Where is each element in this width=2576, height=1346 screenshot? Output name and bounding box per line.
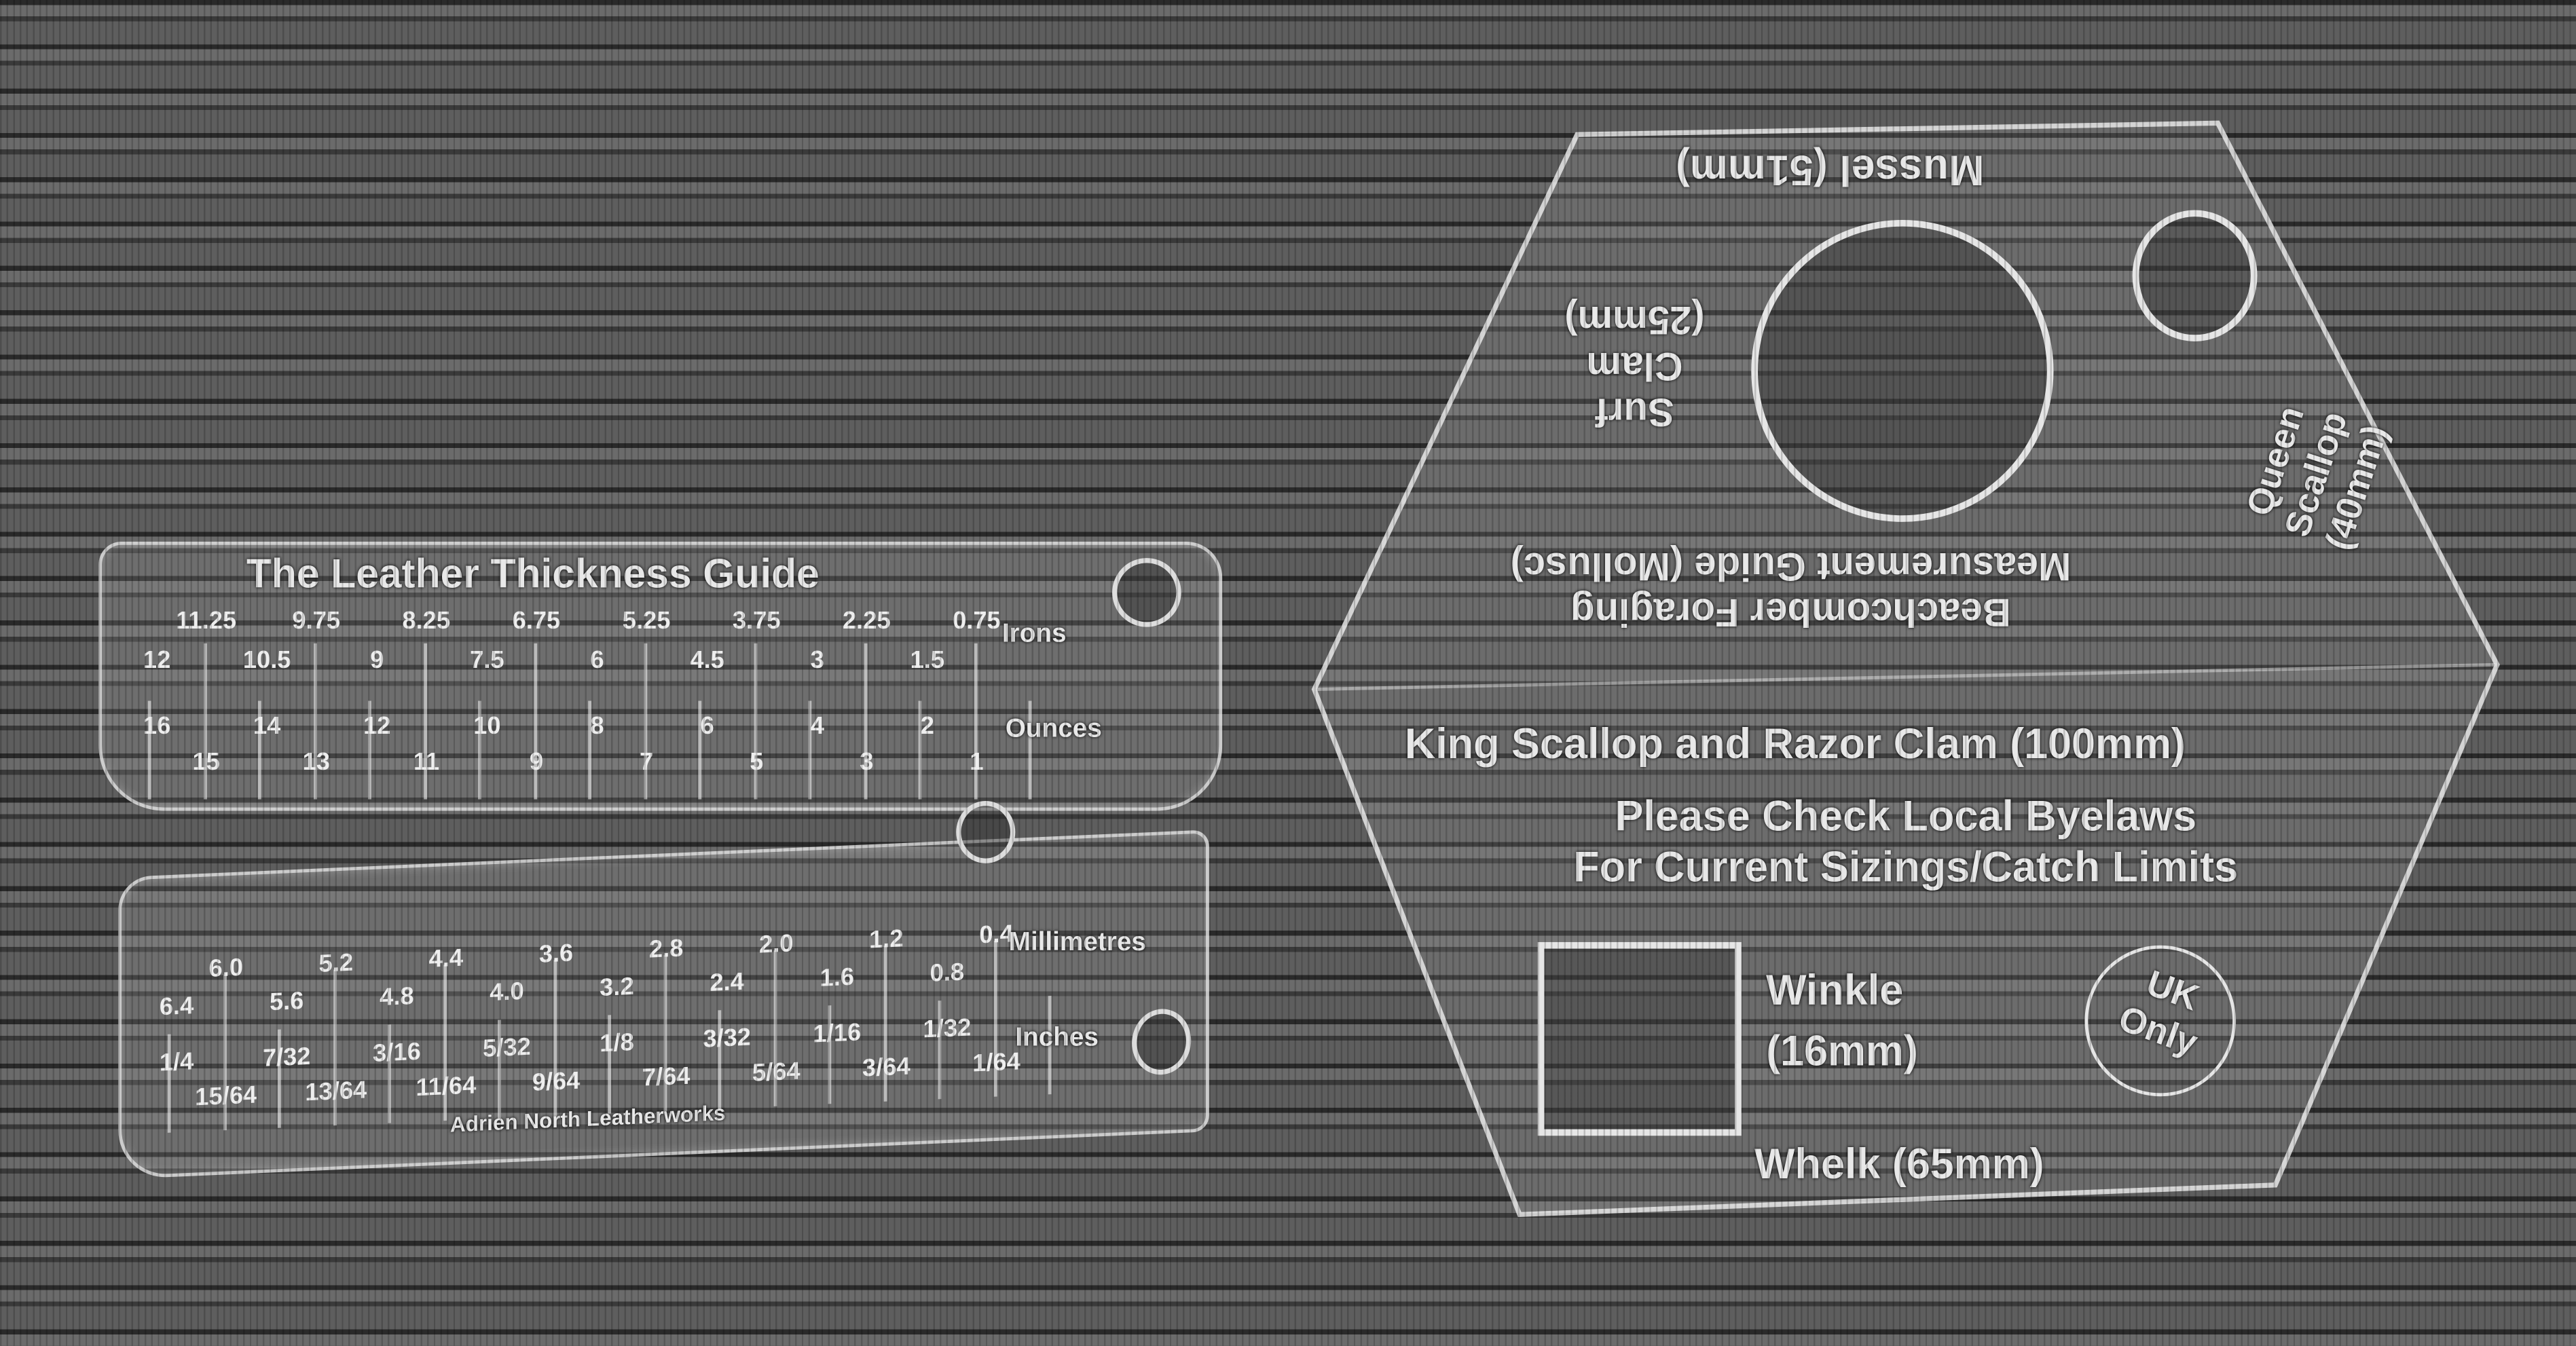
scale-label: 9 xyxy=(370,646,384,675)
scale-label: 5.25 xyxy=(622,607,671,635)
scale-tick xyxy=(973,643,977,800)
scale-tick xyxy=(312,643,316,800)
scale-label: 6 xyxy=(590,646,604,675)
scale-label: 8.25 xyxy=(402,607,451,635)
scale-label: 3 xyxy=(810,646,824,675)
scale-label: 15 xyxy=(151,749,261,777)
guide-title-line: Beachcomber Foraging xyxy=(1570,589,2011,634)
leather-guide-title: The Leather Thickness Guide xyxy=(246,551,820,598)
scale-tick xyxy=(533,643,536,800)
surf-clam-line: Clam xyxy=(1586,343,1683,388)
scale-label: 14 xyxy=(253,712,281,741)
scale-label: 1.5 xyxy=(910,646,945,675)
scale-label: 2 xyxy=(920,712,934,741)
scale-tick xyxy=(478,700,481,800)
scale-tick xyxy=(918,700,922,800)
scale-tick xyxy=(1028,700,1032,800)
scale-label: 1 xyxy=(921,749,1031,777)
surf-clam-line: Surf xyxy=(1595,389,1674,434)
scale-label: 7.5 xyxy=(470,646,504,675)
scale-label: 6 xyxy=(700,712,714,741)
scale-label: 11.25 xyxy=(176,607,237,635)
guide-title-line: Measurement Guide (Mollusc) xyxy=(1510,543,2072,588)
scale-tick xyxy=(753,643,757,800)
scale-label: 12 xyxy=(143,646,171,675)
scale-label: 13 xyxy=(261,749,371,777)
scale-tick xyxy=(698,700,702,800)
notice-line: For Current Sizings/Catch Limits xyxy=(1573,842,2239,891)
scale-tick xyxy=(643,643,647,800)
scale-tick xyxy=(863,643,867,800)
irons-row-b: 12 10.5 9 7.5 6 4.5 3 1.5 xyxy=(102,647,982,675)
connector-ring xyxy=(956,800,1016,863)
scale-tick xyxy=(367,700,371,800)
scale-label: 16 xyxy=(143,712,171,741)
ounces-label: Ounces xyxy=(1005,715,1102,744)
notice-line: Please Check Local Byelaws xyxy=(1615,791,2197,841)
scale-tick xyxy=(808,700,812,800)
winkle-line: Winkle xyxy=(1766,965,1904,1015)
irons-label: Irons xyxy=(1001,620,1067,649)
ounces-row-b: 15131197531 xyxy=(151,749,1032,777)
scale-tick xyxy=(257,700,261,800)
scale-label: 12 xyxy=(363,712,391,741)
scale-label: 4 xyxy=(810,712,824,741)
scale-label: 10 xyxy=(473,712,501,741)
winkle-label: Winkle (16mm) xyxy=(1766,965,1918,1077)
scale-label: 8 xyxy=(590,712,604,741)
scale-label: 10.5 xyxy=(242,646,291,675)
scale-label: 9 xyxy=(481,749,591,777)
scale-label: 4.5 xyxy=(690,646,724,675)
surf-clam-label: Surf Clam (25mm) xyxy=(1528,295,1742,434)
scale-tick xyxy=(147,700,151,800)
inches-label: Inches xyxy=(1015,1024,1099,1052)
scale-label: 2.25 xyxy=(842,607,891,635)
scale-label: 9.75 xyxy=(292,607,341,635)
king-scallop-label: King Scallop and Razor Clam (100mm) xyxy=(1404,719,2186,768)
scale-label: 3 xyxy=(811,749,921,777)
scale-tick xyxy=(202,643,206,800)
leather-guide-top-strip: The Leather Thickness Guide 11.25 9.75 8.2… xyxy=(98,541,1223,811)
scale-label: 5 xyxy=(701,749,811,777)
byelaws-notice: Please Check Local Byelaws For Current S… xyxy=(1446,791,2366,893)
surf-clam-line: (25mm) xyxy=(1564,297,1705,341)
guide-title: Beachcomber Foraging Measurement Guide (… xyxy=(1380,542,2201,633)
winkle-line: (16mm) xyxy=(1766,1026,1918,1075)
whelk-label: Whelk (65mm) xyxy=(1754,1139,2044,1189)
hanging-hole xyxy=(1112,558,1181,627)
scale-label: 6.75 xyxy=(512,607,561,635)
scale-tick xyxy=(588,700,592,800)
scale-tick xyxy=(423,643,426,800)
mussel-label: Mussel (51mm) xyxy=(1675,146,1985,195)
ounces-row-a: 16 14 12 10 8 6 4 2 xyxy=(102,712,982,740)
irons-row-a: 11.25 9.75 8.25 6.75 5.25 3.75 2.25 0.75 xyxy=(151,607,1032,635)
scale-label: 3.75 xyxy=(732,607,781,635)
scale-label: 0.75 xyxy=(953,607,1001,635)
millimetres-label: Millimetres xyxy=(1008,929,1146,957)
